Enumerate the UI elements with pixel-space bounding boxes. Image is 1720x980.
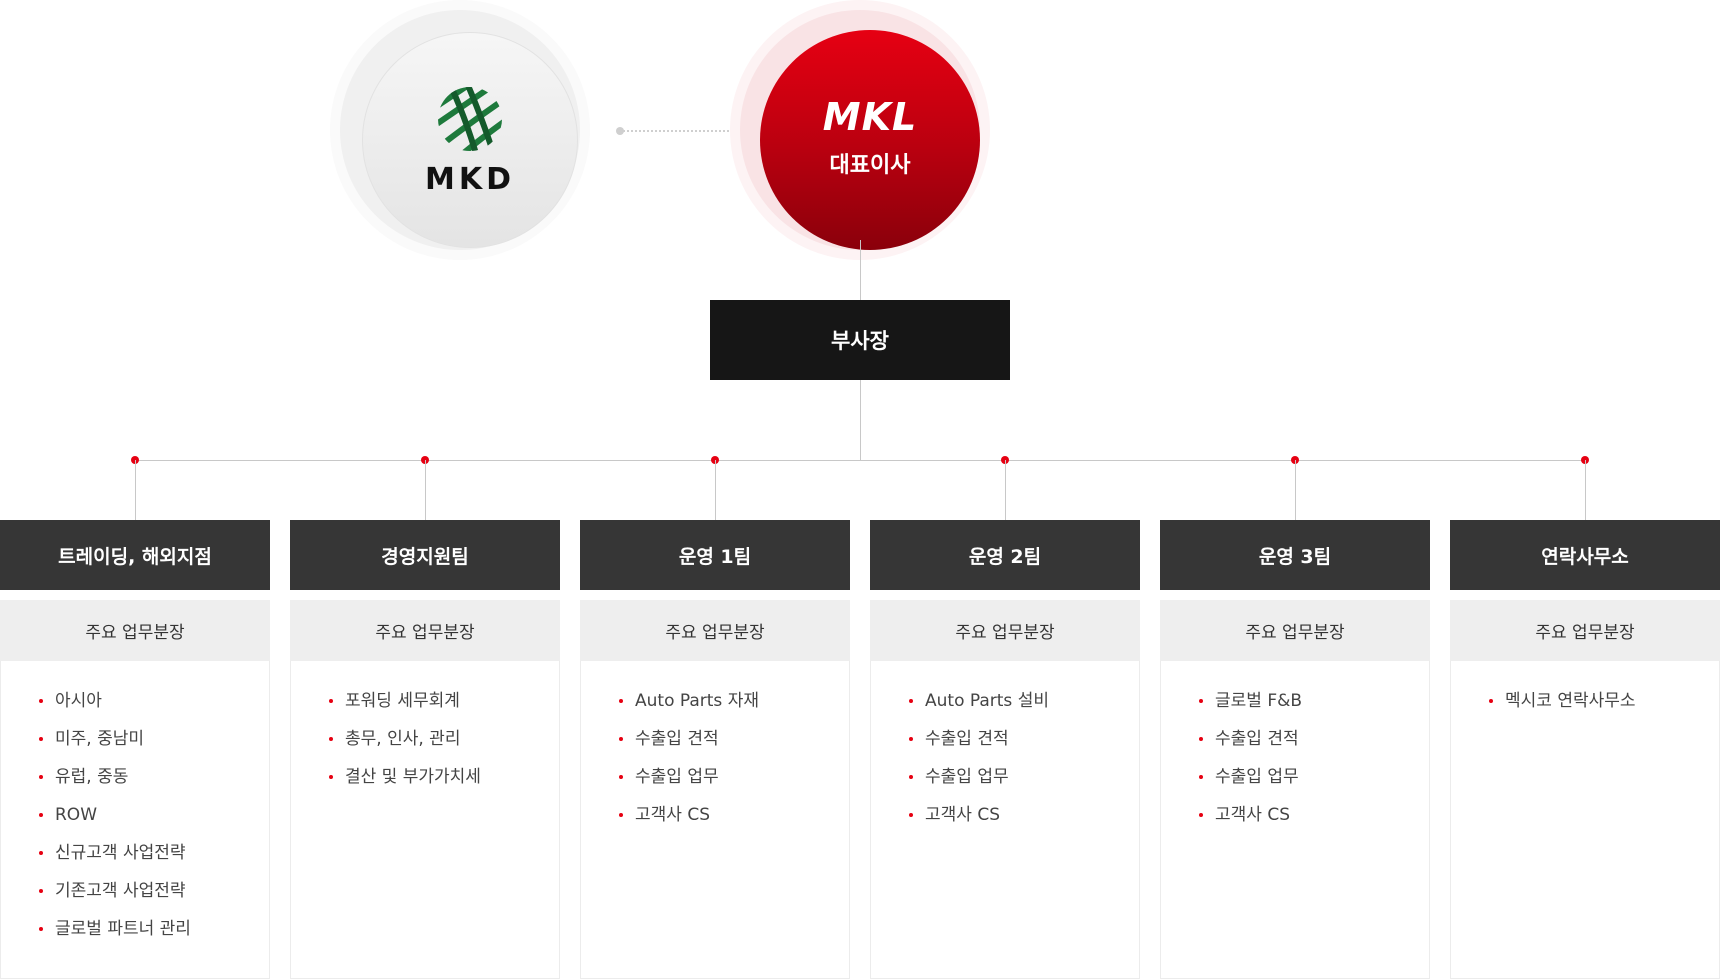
duty-item: 미주, 중남미 — [39, 729, 269, 767]
duty-item: 기존고객 사업전략 — [39, 881, 269, 919]
department-title: 트레이딩, 해외지점 — [0, 520, 270, 590]
duty-item: 글로벌 파트너 관리 — [39, 919, 269, 957]
ceo-ring: MKL 대표이사 — [740, 10, 980, 250]
duty-item: 수출입 업무 — [619, 767, 849, 805]
branch-drop — [1585, 460, 1586, 520]
mkd-affiliate-node: MKD — [330, 0, 590, 260]
duties-list: Auto Parts 자재 수출입 견적 수출입 업무 고객사 CS — [581, 691, 849, 843]
duty-item: 수출입 견적 — [619, 729, 849, 767]
branch-drop — [1005, 460, 1006, 520]
vice-president-title: 부사장 — [831, 329, 889, 353]
duty-item: 결산 및 부가가치세 — [329, 767, 559, 805]
duties-panel: 멕시코 연락사무소 — [1450, 661, 1720, 979]
department-title: 경영지원팀 — [290, 520, 560, 590]
duties-label: 주요 업무분장 — [0, 600, 270, 661]
department-trading: 트레이딩, 해외지점 주요 업무분장 아시아 미주, 중남미 유럽, 중동 RO… — [0, 520, 270, 979]
duties-label: 주요 업무분장 — [290, 600, 560, 661]
duty-item: 멕시코 연락사무소 — [1489, 691, 1719, 729]
duty-item: Auto Parts 설비 — [909, 691, 1139, 729]
duties-label: 주요 업무분장 — [1160, 600, 1430, 661]
branch-drop — [425, 460, 426, 520]
department-title: 운영 3팀 — [1160, 520, 1430, 590]
duties-list: 포워딩 세무회계 총무, 인사, 관리 결산 및 부가가치세 — [291, 691, 559, 805]
duties-panel: 아시아 미주, 중남미 유럽, 중동 ROW 신규고객 사업전략 기존고객 사업… — [0, 661, 270, 979]
duties-list: Auto Parts 설비 수출입 견적 수출입 업무 고객사 CS — [871, 691, 1139, 843]
duty-item: 수출입 업무 — [909, 767, 1139, 805]
duty-item: 고객사 CS — [619, 805, 849, 843]
department-bus-line — [135, 460, 1586, 461]
mkd-wordmark: MKD — [424, 161, 515, 197]
duty-item: 수출입 업무 — [1199, 767, 1429, 805]
duties-label: 주요 업무분장 — [870, 600, 1140, 661]
vp-bus-connector — [860, 380, 861, 460]
duty-item: 수출입 견적 — [1199, 729, 1429, 767]
mkd-circle: MKD — [362, 32, 578, 248]
department-title: 운영 2팀 — [870, 520, 1140, 590]
department-operations-3: 운영 3팀 주요 업무분장 글로벌 F&B 수출입 견적 수출입 업무 고객사 … — [1160, 520, 1430, 979]
duties-panel: 글로벌 F&B 수출입 견적 수출입 업무 고객사 CS — [1160, 661, 1430, 979]
department-liaison-office: 연락사무소 주요 업무분장 멕시코 연락사무소 — [1450, 520, 1720, 979]
duty-item: 포워딩 세무회계 — [329, 691, 559, 729]
duty-item: 아시아 — [39, 691, 269, 729]
mkd-ring: MKD — [340, 10, 580, 250]
duties-panel: 포워딩 세무회계 총무, 인사, 관리 결산 및 부가가치세 — [290, 661, 560, 979]
duties-list: 멕시코 연락사무소 — [1451, 691, 1719, 729]
mkd-globe-logo-icon — [438, 86, 502, 151]
branch-drop — [1295, 460, 1296, 520]
duty-item: 글로벌 F&B — [1199, 691, 1429, 729]
department-operations-2: 운영 2팀 주요 업무분장 Auto Parts 설비 수출입 견적 수출입 업… — [870, 520, 1140, 979]
duty-item: Auto Parts 자재 — [619, 691, 849, 729]
duty-item: 총무, 인사, 관리 — [329, 729, 559, 767]
branch-drop — [715, 460, 716, 520]
duties-label: 주요 업무분장 — [1450, 600, 1720, 661]
vice-president-box: 부사장 — [710, 300, 1010, 380]
department-title: 연락사무소 — [1450, 520, 1720, 590]
duty-item: 수출입 견적 — [909, 729, 1139, 767]
ceo-circle: MKL 대표이사 — [760, 30, 980, 250]
ceo-title: 대표이사 — [829, 153, 911, 178]
department-management-support: 경영지원팀 주요 업무분장 포워딩 세무회계 총무, 인사, 관리 결산 및 부… — [290, 520, 560, 979]
duties-list: 글로벌 F&B 수출입 견적 수출입 업무 고객사 CS — [1161, 691, 1429, 843]
duties-list: 아시아 미주, 중남미 유럽, 중동 ROW 신규고객 사업전략 기존고객 사업… — [1, 691, 269, 957]
affiliate-dotted-link — [620, 130, 752, 132]
duties-label: 주요 업무분장 — [580, 600, 850, 661]
department-title: 운영 1팀 — [580, 520, 850, 590]
duties-panel: Auto Parts 설비 수출입 견적 수출입 업무 고객사 CS — [870, 661, 1140, 979]
mkl-logo-icon: MKL — [822, 95, 918, 139]
duty-item: 고객사 CS — [1199, 805, 1429, 843]
department-operations-1: 운영 1팀 주요 업무분장 Auto Parts 자재 수출입 견적 수출입 업… — [580, 520, 850, 979]
branch-drop — [135, 460, 136, 520]
ceo-node: MKL 대표이사 — [730, 0, 990, 260]
duties-panel: Auto Parts 자재 수출입 견적 수출입 업무 고객사 CS — [580, 661, 850, 979]
duty-item: ROW — [39, 805, 269, 843]
duty-item: 고객사 CS — [909, 805, 1139, 843]
ceo-vp-connector — [860, 240, 861, 300]
duty-item: 신규고객 사업전략 — [39, 843, 269, 881]
duty-item: 유럽, 중동 — [39, 767, 269, 805]
